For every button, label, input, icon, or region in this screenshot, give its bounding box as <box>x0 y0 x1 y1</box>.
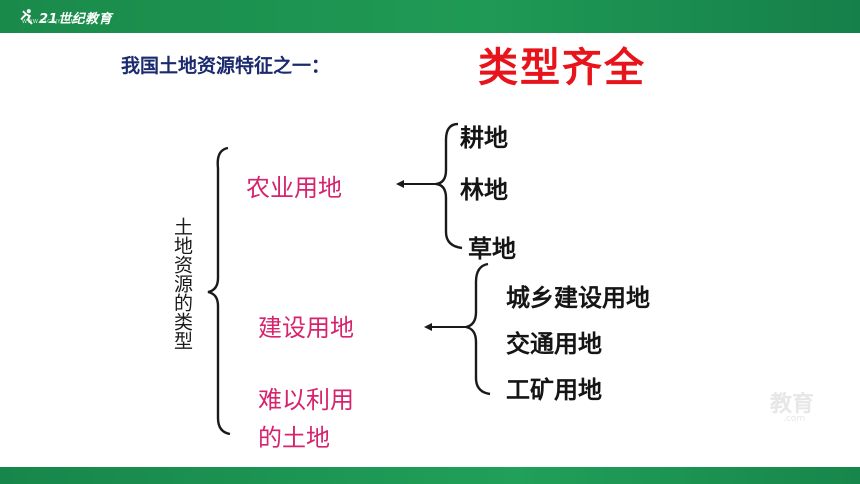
runner-icon <box>20 9 33 25</box>
category-unusable-line2: 的土地 <box>258 424 330 452</box>
item-industrial-mining: 工矿用地 <box>506 376 602 404</box>
item-forest: 林地 <box>460 176 508 204</box>
header-band: 21世纪教育 WWW.21CNJY.COM <box>0 0 860 33</box>
logo-subtext: WWW.21CNJY.COM <box>22 19 76 25</box>
item-grassland: 草地 <box>468 235 516 263</box>
construction-arrow-head <box>424 323 432 331</box>
main-brace <box>207 146 231 436</box>
construction-brace <box>465 262 491 396</box>
category-unusable-line1: 难以利用 <box>258 386 354 414</box>
item-transport: 交通用地 <box>506 330 602 358</box>
category-construction: 建设用地 <box>258 314 354 342</box>
slide-title: 类型齐全 <box>478 45 646 91</box>
item-cropland: 耕地 <box>460 124 508 152</box>
agri-arrow-head <box>396 180 404 188</box>
slide-subtitle: 我国土地资源特征之一： <box>121 55 331 77</box>
root-label: 土地资源的类型 <box>171 216 193 350</box>
agri-brace <box>435 122 463 250</box>
watermark: 教育 <box>770 392 815 417</box>
logo-text: 21世纪教育 <box>39 11 113 27</box>
footer-band <box>0 467 860 484</box>
category-agriculture: 农业用地 <box>246 174 342 202</box>
watermark-sub: .com <box>783 414 806 424</box>
item-urban-rural: 城乡建设用地 <box>506 284 650 312</box>
site-logo[interactable]: 21世纪教育 <box>18 6 112 28</box>
